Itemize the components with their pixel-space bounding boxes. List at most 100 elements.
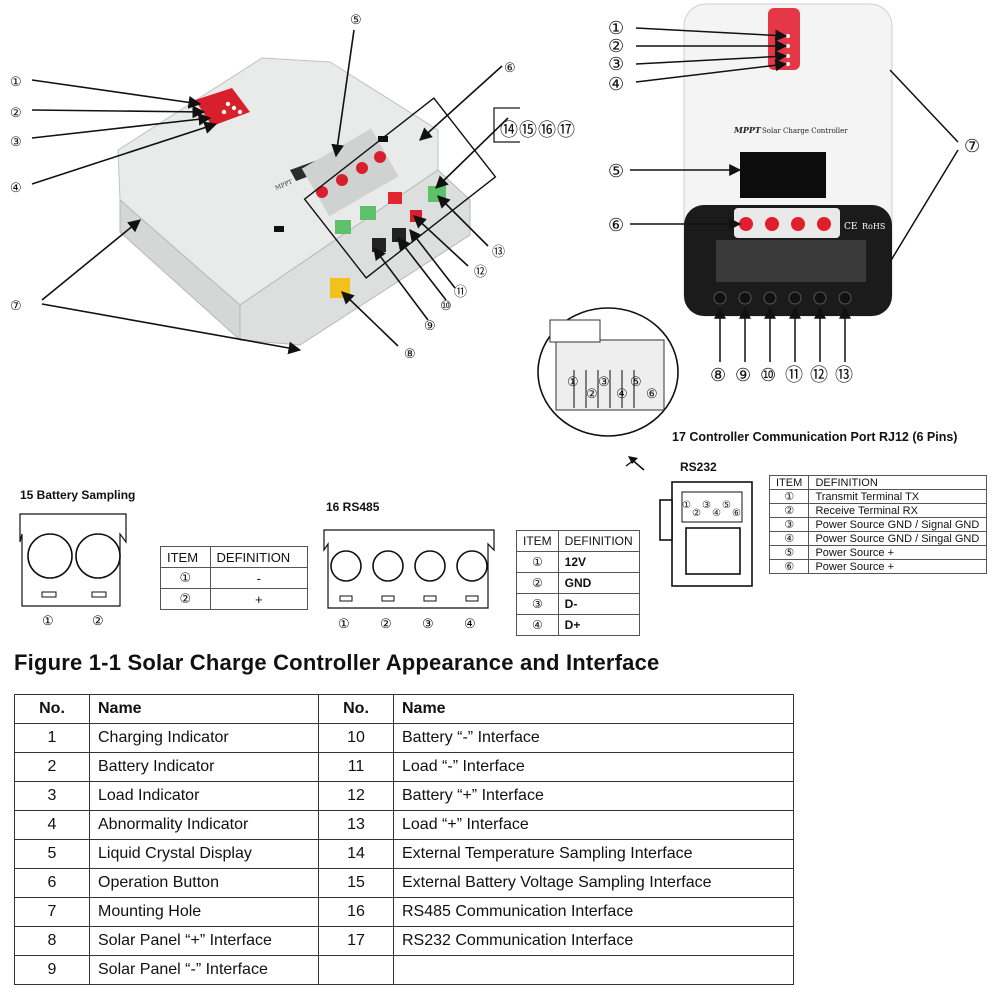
rs232-pin-1: ①	[682, 500, 691, 511]
rs232-connector-drawing: ① ② ③ ④ ⑤ ⑥	[659, 481, 753, 587]
front-callout-6: ⑥	[608, 215, 624, 236]
figure-caption: Figure 1-1 Solar Charge Controller Appea…	[14, 650, 660, 675]
front-callout-3: ③	[608, 54, 624, 75]
rs485-pin-1: ①	[338, 617, 350, 632]
operation-button-4[interactable]	[374, 151, 386, 163]
battery-sampling-pin-1: ①	[42, 614, 54, 629]
table-header: No.	[318, 694, 394, 724]
table-header: DEFINITION	[557, 530, 640, 552]
table-header: No.	[14, 694, 90, 724]
callout-11: ⑪	[454, 285, 467, 300]
table-row: ①-	[160, 567, 309, 589]
front-callout-7: ⑦	[964, 136, 980, 157]
battery-sampling-title: 15 Battery Sampling	[20, 488, 136, 502]
callout-7: ⑦	[10, 299, 22, 314]
rs485-pin-3: ③	[422, 617, 434, 632]
battery-sampling-pin-2: ②	[92, 614, 104, 629]
front-callout-4: ④	[608, 74, 624, 95]
rj12-zoom-pin-5: ⑤	[630, 375, 642, 390]
front-button-3[interactable]	[791, 217, 805, 231]
front-device-label: Solar Charge Controller	[762, 127, 848, 135]
front-callout-10: ⑩	[760, 365, 776, 386]
callout-4: ④	[10, 181, 22, 196]
rs485-pin-2: ②	[380, 617, 392, 632]
front-callout-2: ②	[608, 36, 624, 57]
front-callout-13: ⑬	[835, 365, 853, 386]
table-header: Name	[393, 694, 794, 724]
front-brand: MPPT	[733, 125, 762, 135]
front-callout-12: ⑫	[810, 365, 828, 386]
rs232-pin-3: ③	[702, 500, 711, 511]
rj12-zoom-view: ① ② ③ ④ ⑤ ⑥	[537, 307, 679, 467]
front-button-1[interactable]	[739, 217, 753, 231]
table-header: ITEM	[160, 546, 211, 568]
front-callout-8: ⑧	[710, 365, 726, 386]
operation-button-1[interactable]	[316, 186, 328, 198]
front-callout-11: ⑪	[785, 365, 803, 386]
rs485-title: 16 RS485	[326, 500, 380, 514]
rj12-zoom-pin-1: ①	[567, 375, 579, 390]
controller-isometric-illustration: MPPT ① ② ③ ④ ⑤ ⑥ ⑦ ⑧	[10, 13, 520, 362]
rohs-mark: RoHS	[862, 222, 885, 231]
operation-button-2[interactable]	[336, 174, 348, 186]
rs485-pin-4: ④	[464, 617, 476, 632]
rj12-zoom-pin-6: ⑥	[646, 387, 658, 402]
callout-1: ①	[10, 75, 22, 90]
front-led-panel	[768, 8, 800, 70]
callout-5: ⑤	[350, 13, 362, 28]
table-row: ②+	[160, 588, 309, 610]
rs232-connector-label: RS232	[680, 460, 717, 474]
callout-3: ③	[10, 135, 22, 150]
front-callout-5: ⑤	[608, 161, 624, 182]
front-button-4[interactable]	[817, 217, 831, 231]
rj12-zoom-pin-3: ③	[598, 375, 610, 390]
rj12-zoom-pin-2: ②	[586, 387, 598, 402]
table-header: DEFINITION	[808, 475, 987, 490]
table-header: Name	[89, 694, 319, 724]
operation-button-3[interactable]	[356, 162, 368, 174]
rs232-pin-4: ④	[712, 508, 721, 519]
rj12-title: 17 Controller Communication Port RJ12 (6…	[672, 430, 958, 444]
callout-12: ⑫	[474, 265, 487, 280]
callout-14-17: ⑭⑮⑯⑰	[500, 120, 576, 141]
table-header: ITEM	[516, 530, 559, 552]
callout-8: ⑧	[404, 347, 416, 362]
table-header: DEFINITION	[209, 546, 309, 568]
callout-9: ⑨	[424, 319, 436, 334]
callout-6: ⑥	[504, 61, 516, 76]
rs232-pin-5: ⑤	[722, 500, 731, 511]
callout-10: ⑩	[440, 299, 452, 314]
callout-2: ②	[10, 106, 22, 121]
rs485-connector: ① ② ③ ④	[323, 529, 495, 632]
callout-13: ⑬	[492, 245, 505, 260]
rj12-zoom-pin-4: ④	[616, 387, 628, 402]
front-callout-9: ⑨	[735, 365, 751, 386]
battery-sampling-connector: ① ②	[19, 513, 127, 629]
front-lcd-display	[740, 152, 826, 198]
front-callout-1: ①	[608, 18, 624, 39]
table-header: ITEM	[768, 475, 810, 490]
front-button-2[interactable]	[765, 217, 779, 231]
controller-front-illustration: MPPT Solar Charge Controller CE RoHS ① ②…	[608, 3, 980, 386]
